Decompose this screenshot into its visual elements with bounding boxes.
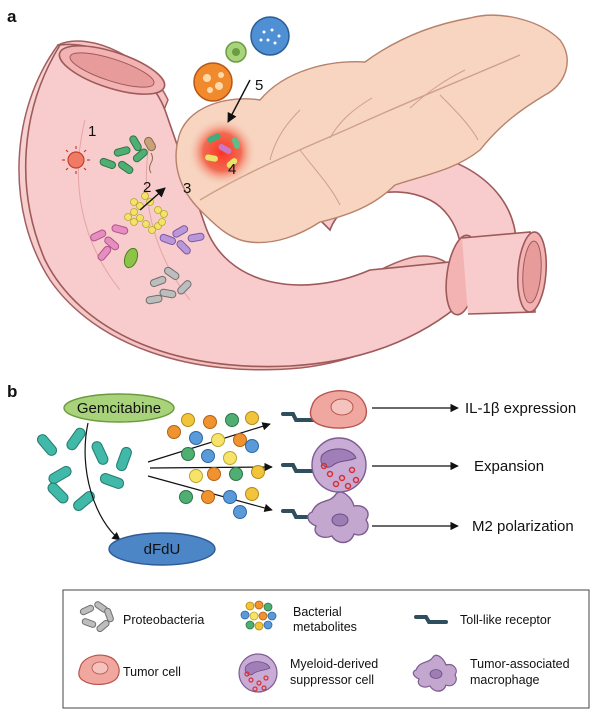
tumor-cell [309, 390, 368, 429]
outcome-m2: M2 polarization [472, 518, 574, 535]
gut-bacteria [62, 135, 205, 305]
duodenum [18, 40, 548, 371]
toll-like-receptors [281, 412, 320, 519]
legend-metabolites-label-1: Bacterial [293, 605, 342, 619]
legend-tumor-cell-icon [78, 654, 120, 685]
legend-proteobacteria-icon [79, 601, 114, 633]
legend-tumor-cell-label: Tumor cell [123, 665, 181, 679]
step-2-label: 2 [143, 179, 151, 196]
step-1-label: 1 [88, 123, 96, 140]
mdsc-cell [311, 437, 367, 493]
legend-proteobacteria-label: Proteobacteria [123, 613, 204, 627]
outcome-expansion: Expansion [474, 458, 544, 475]
outcome-arrows [372, 403, 459, 531]
immune-cells [193, 16, 290, 102]
macrophage-cell [307, 491, 369, 544]
panel-a-arrows [139, 79, 251, 211]
gemcitabine-node: Gemcitabine [63, 393, 175, 423]
tumor-site [188, 118, 256, 186]
conversion-arrow [84, 422, 121, 541]
step-4-label: 4 [228, 161, 236, 178]
bacteria-cluster [36, 427, 132, 512]
legend-mdsc-label-1: Myeloid-derived [290, 657, 378, 671]
panel-b-label: b [7, 382, 17, 401]
step-5-label: 5 [255, 77, 263, 94]
legend-metabolites-icon [240, 600, 277, 631]
outcome-il1b: IL-1β expression [465, 400, 576, 417]
legend-macrophage-label-1: Tumor-associated [470, 657, 570, 671]
step-3-label: 3 [183, 180, 191, 197]
pancreas [175, 14, 568, 244]
dfdu-node: dFdU [108, 532, 216, 566]
legend-macrophage-icon [412, 654, 457, 692]
dfdu-label: dFdU [144, 541, 181, 558]
legend-macrophage-label-2: macrophage [470, 673, 540, 687]
legend-tlr-icon [414, 615, 448, 624]
legend-mdsc-label-2: suppressor cell [290, 673, 374, 687]
gemcitabine-label: Gemcitabine [77, 400, 161, 417]
legend-box [62, 589, 590, 709]
panel-a-label: a [7, 7, 17, 26]
legend-metabolites-label-2: metabolites [293, 620, 357, 634]
legend-tlr-label: Toll-like receptor [460, 613, 551, 627]
metabolite-dots [167, 411, 265, 519]
legend-mdsc-icon [238, 653, 278, 693]
